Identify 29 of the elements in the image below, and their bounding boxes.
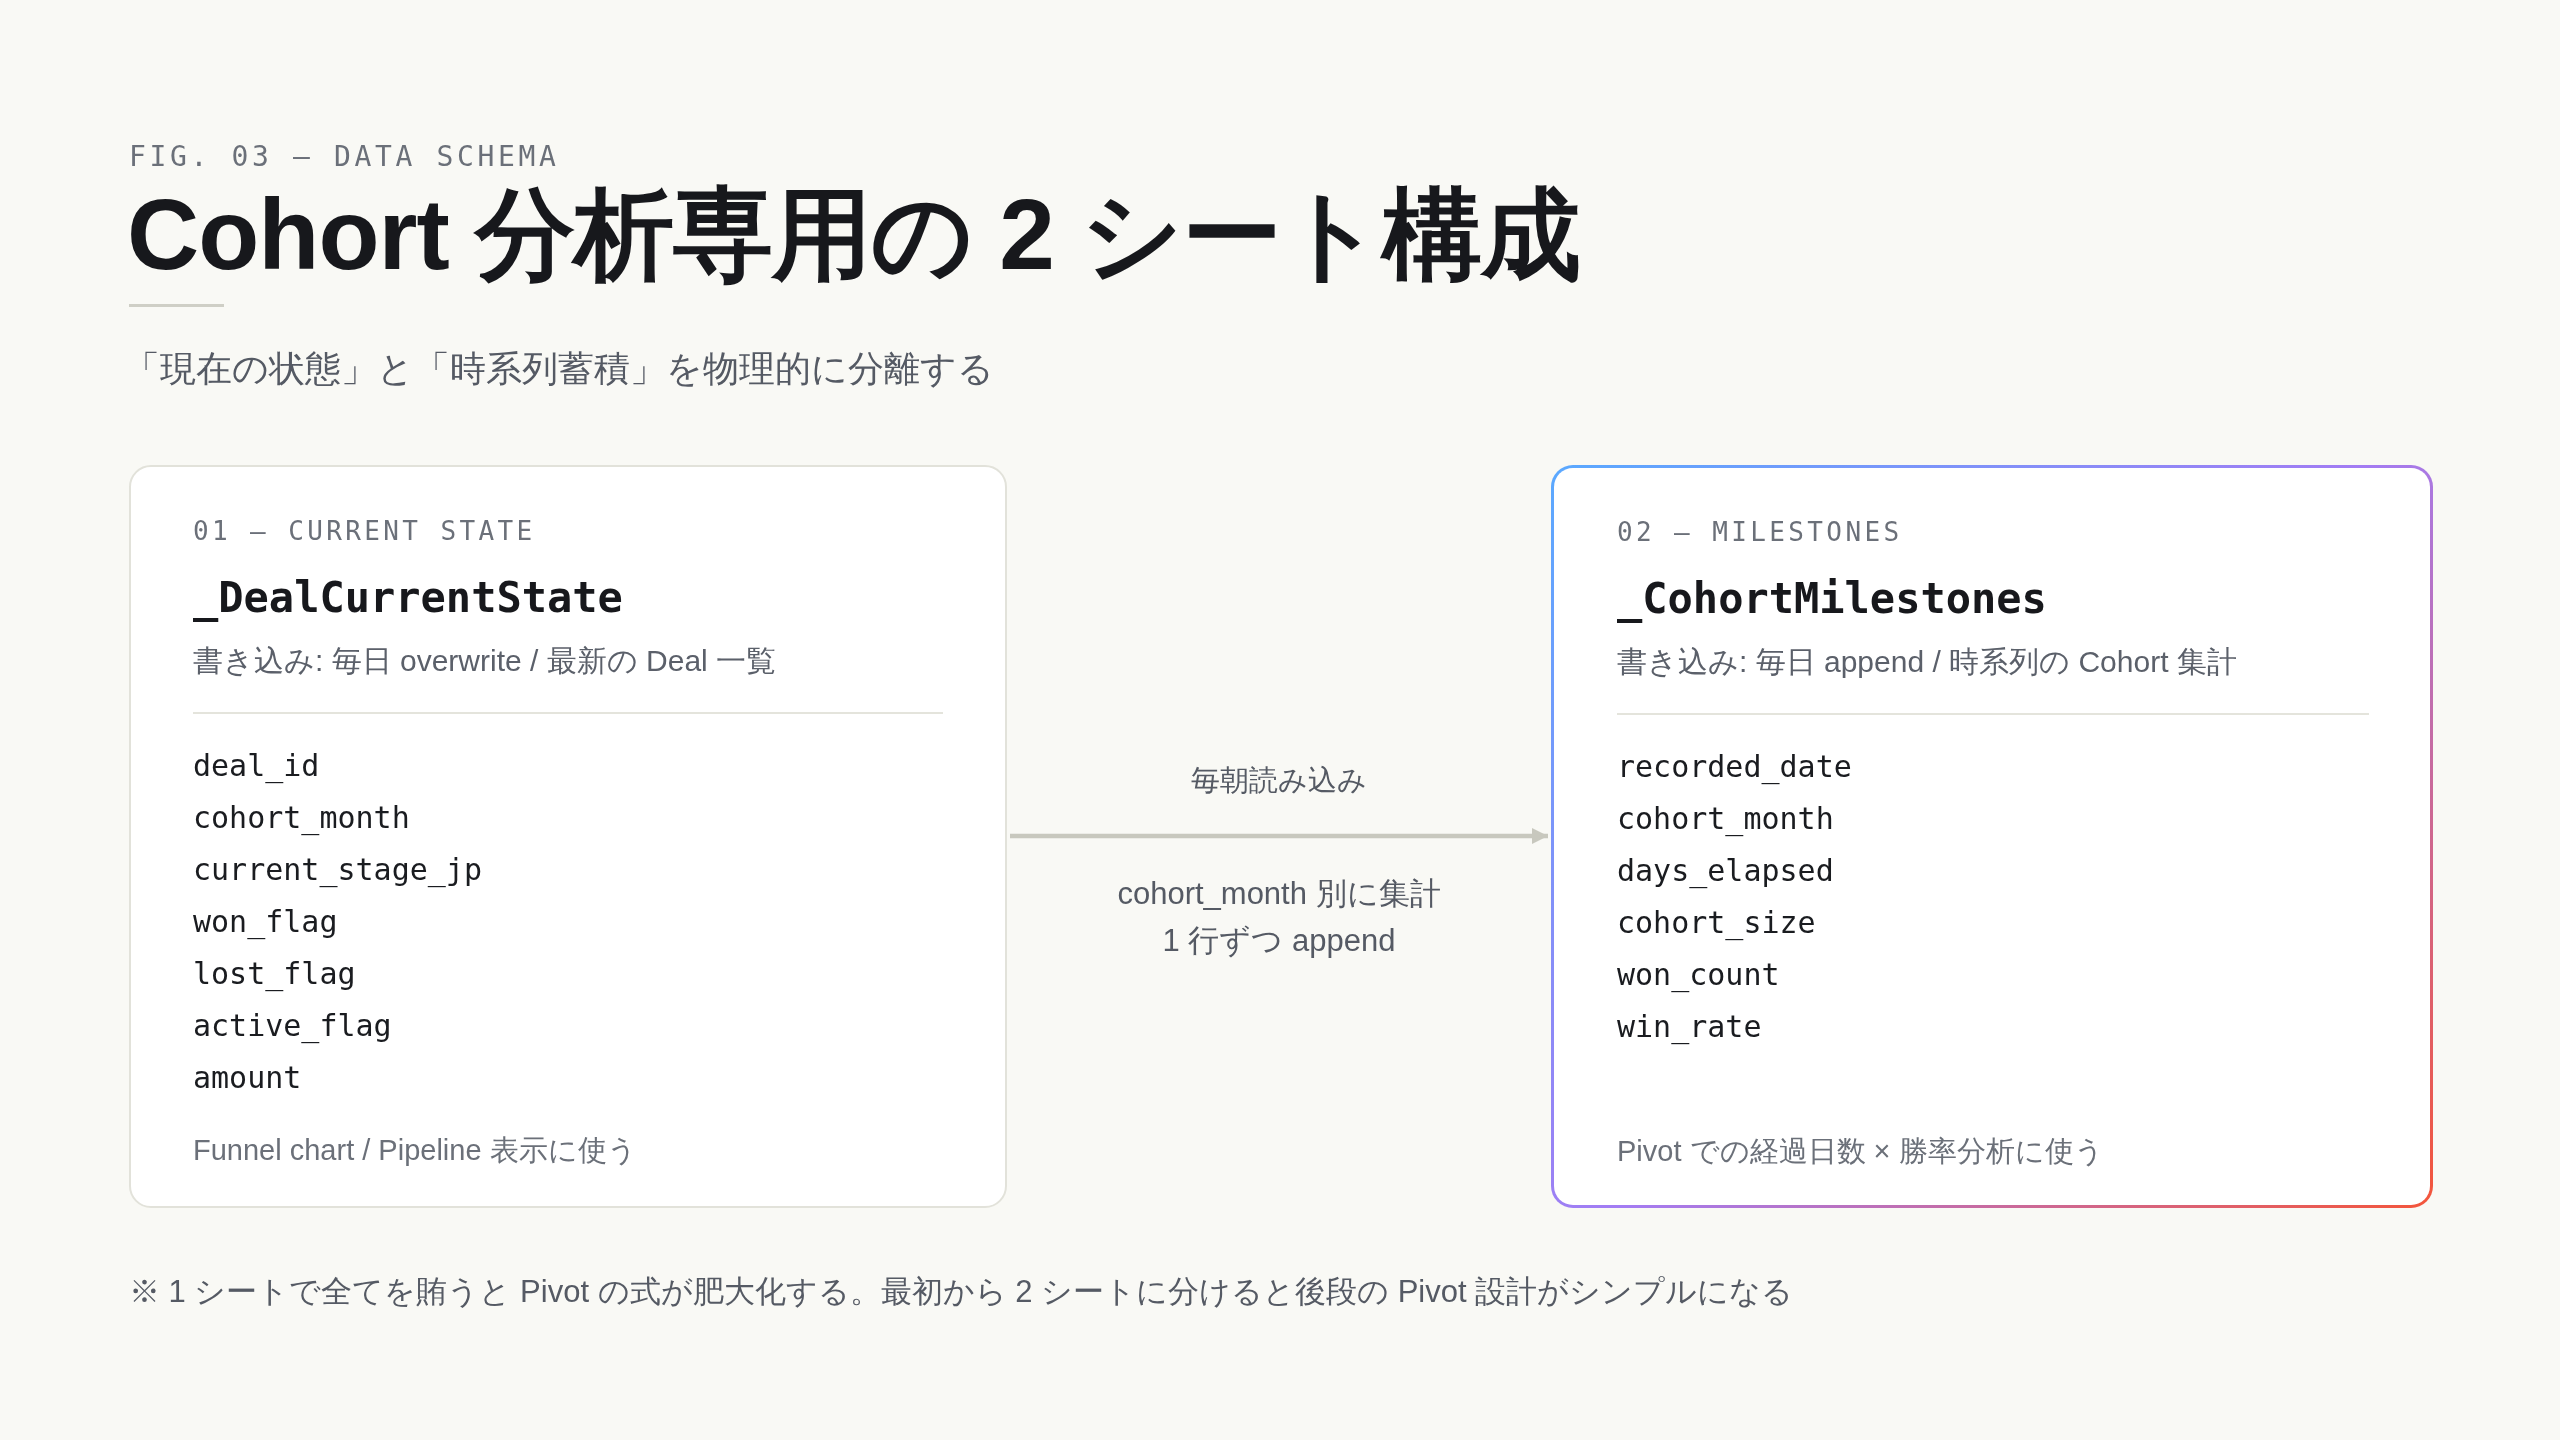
footnote: ※ 1 シートで全てを賄うと Pivot の式が肥大化する。最初から 2 シートに分けると後段の Pivot 設計がシンプルになる <box>129 1273 1794 1311</box>
section-label: 02 — MILESTONES <box>1617 516 1903 548</box>
column-name: cohort_size <box>1617 904 1816 942</box>
arrow-note: cohort_month 別に集計 1 行ずつ append <box>1116 875 1442 960</box>
column-name: won_count <box>1617 956 1780 994</box>
usage-note: Funnel chart / Pipeline 表示に使う <box>193 1133 637 1168</box>
column-name: cohort_month <box>1617 800 1834 838</box>
column-name: amount <box>193 1059 302 1097</box>
column-name: current_stage_jp <box>193 851 482 889</box>
column-name: deal_id <box>193 747 320 785</box>
sheet-name: _DealCurrentState <box>193 573 623 623</box>
column-name: days_elapsed <box>1617 852 1834 890</box>
sheet-card <box>129 465 1007 1208</box>
column-name: won_flag <box>193 903 338 941</box>
column-name: win_rate <box>1617 1008 1762 1046</box>
usage-note: Pivot での経過日数 × 勝率分析に使う <box>1617 1134 2104 1169</box>
subtitle: 「現在の状態」と「時系列蓄積」を物理的に分離する <box>124 347 994 391</box>
column-name: cohort_month <box>193 799 410 837</box>
column-name: recorded_date <box>1617 748 1852 786</box>
arrow <box>1010 828 1548 844</box>
sheet-card <box>1551 465 2433 1208</box>
title: Cohort 分析専用の 2 シート構成 <box>127 177 1580 292</box>
sheet-name: _CohortMilestones <box>1617 574 2047 624</box>
sheet-description: 書き込み: 毎日 overwrite / 最新の Deal 一覧 <box>193 643 777 679</box>
figure-label: FIG. 03 — DATA SCHEMA <box>129 140 560 174</box>
column-name: lost_flag <box>193 955 356 993</box>
sheet-description: 書き込み: 毎日 append / 時系列の Cohort 集計 <box>1617 644 2237 680</box>
section-label: 01 — CURRENT STATE <box>193 515 536 547</box>
column-name: active_flag <box>193 1007 392 1045</box>
